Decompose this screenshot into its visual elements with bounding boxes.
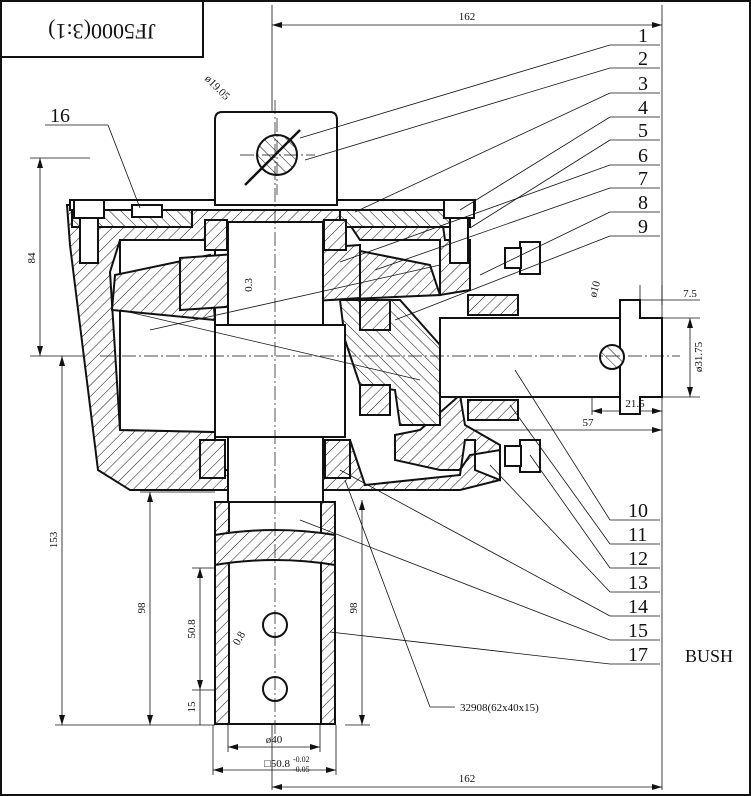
bush <box>214 500 336 735</box>
dim-0-3: 0.3 <box>243 278 255 292</box>
part-number-12: 12 <box>628 548 648 570</box>
part-number-labels: 1 2 3 4 5 6 7 8 9 10 11 12 13 14 15 16 1… <box>50 25 648 666</box>
title-block: JF5000(3:1) <box>0 0 204 58</box>
dim-50-8: 50.8 <box>186 619 198 639</box>
part-number-9: 9 <box>638 216 648 238</box>
dim-57: 57 <box>583 417 595 429</box>
dim-pin-dia: ø19.05 <box>202 73 232 103</box>
part-number-7: 7 <box>638 168 648 190</box>
dim-bore-40: ø40 <box>266 734 283 746</box>
part-number-15: 15 <box>628 620 648 642</box>
dim-7-5: 7.5 <box>683 288 697 300</box>
part-number-2: 2 <box>638 48 648 70</box>
part-number-1: 1 <box>638 25 648 47</box>
part-number-13: 13 <box>628 572 648 594</box>
dim-bottom-162: 162 <box>459 773 476 785</box>
title-text: JF5000(3:1) <box>48 19 156 44</box>
bush-label: BUSH <box>685 646 733 666</box>
bearing-label: 32908(62x40x15) <box>460 702 539 714</box>
dim-153: 153 <box>48 531 60 548</box>
leader-lines <box>45 44 660 708</box>
dim-98-left: 98 <box>136 602 148 614</box>
part-number-5: 5 <box>638 120 648 142</box>
dim-dia-10: ø10 <box>587 279 603 299</box>
dim-21-5: 21.5 <box>625 398 645 410</box>
part-number-17: 17 <box>628 644 648 666</box>
part-number-8: 8 <box>638 192 648 214</box>
part-number-10: 10 <box>628 500 648 522</box>
dim-dia-31-75: ø31.75 <box>693 341 705 372</box>
bevel-gears <box>110 219 663 503</box>
part-number-4: 4 <box>638 97 648 119</box>
center-lines <box>100 100 680 500</box>
part-number-16: 16 <box>50 105 70 127</box>
part-number-6: 6 <box>638 145 648 167</box>
dim-15: 15 <box>186 701 198 713</box>
dim-outer-50-8: □50.8 <box>264 758 290 770</box>
dim-tol-upper: -0.02 <box>293 755 310 764</box>
part-number-11: 11 <box>628 524 647 546</box>
dim-top-162: 162 <box>459 11 476 23</box>
part-number-3: 3 <box>638 73 648 95</box>
dim-84: 84 <box>26 252 38 264</box>
part-number-14: 14 <box>628 596 648 618</box>
dim-tol-lower: -0.05 <box>293 765 310 774</box>
dim-98-right: 98 <box>348 602 360 614</box>
